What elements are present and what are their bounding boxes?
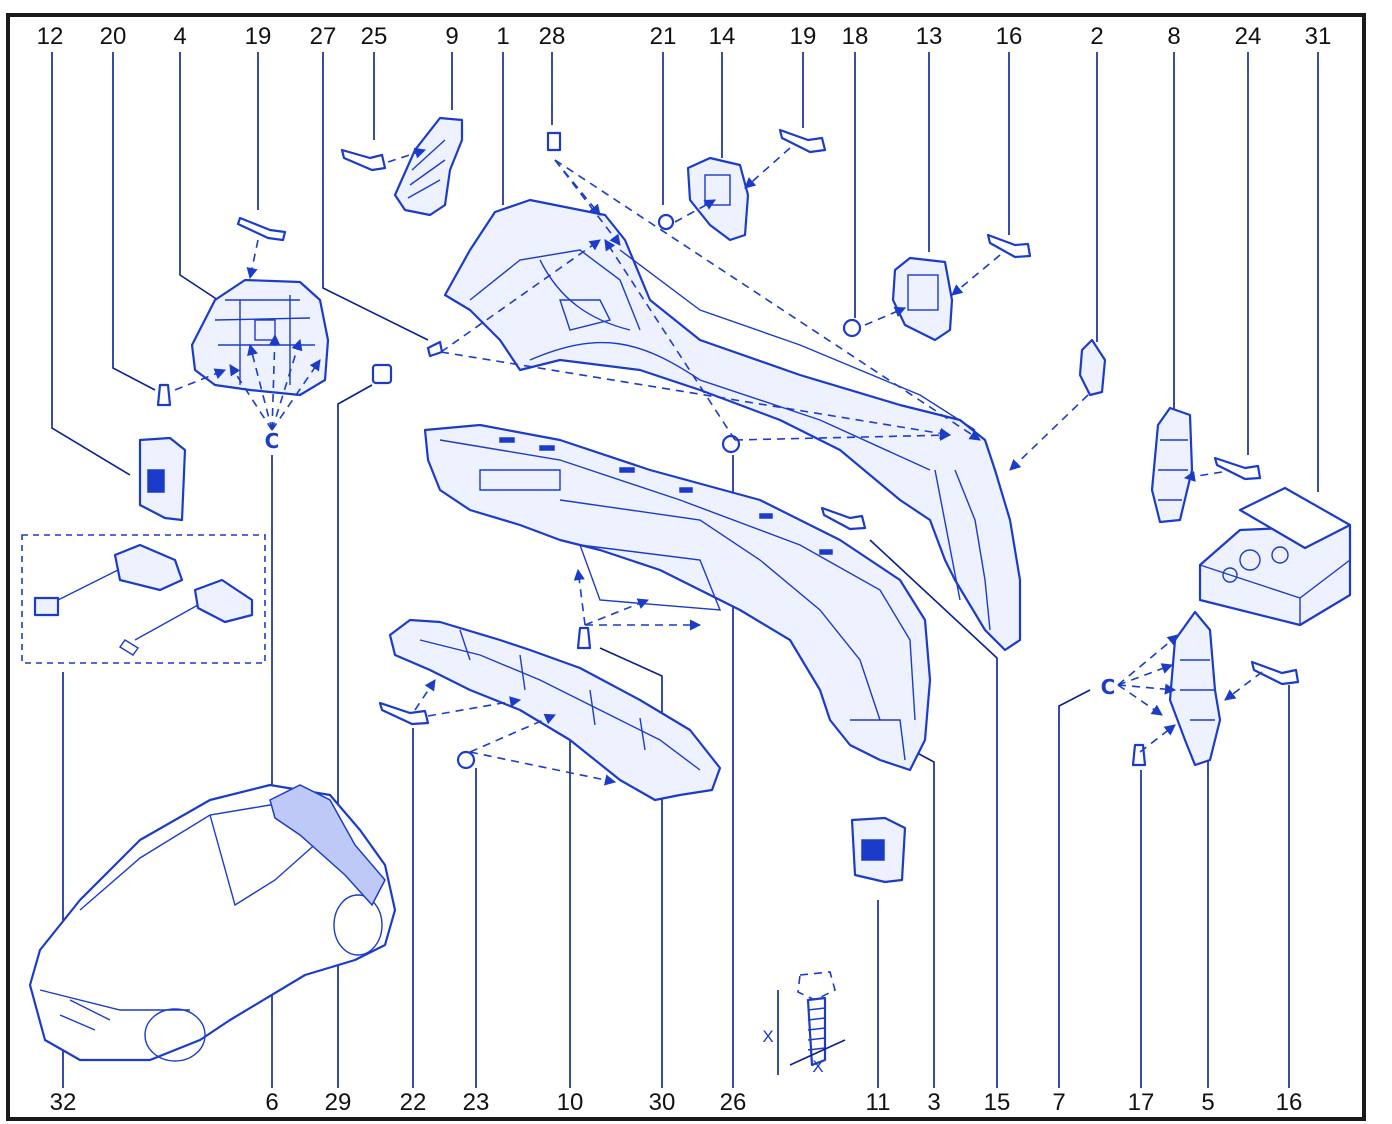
bracket-14 (686, 156, 750, 242)
callout-29: 29 (325, 1089, 352, 1116)
callout-19-right: 19 (790, 23, 817, 50)
callout-23: 23 (463, 1089, 490, 1116)
callout-20: 20 (100, 23, 127, 50)
callout-12: 12 (37, 23, 64, 50)
callout-21: 21 (650, 23, 677, 50)
upper-bumper-cover (443, 198, 1022, 652)
bracket-9 (393, 116, 464, 217)
diagram-frame (6, 13, 1366, 1121)
callout-15: 15 (984, 1089, 1011, 1116)
assembly-arrows (174, 147, 1263, 786)
callout-13: 13 (916, 23, 943, 50)
bracket-2 (1078, 338, 1107, 397)
dimension-label-x-horizontal: X (812, 1057, 823, 1076)
callout-6: 6 (265, 1089, 278, 1116)
callout-24: 24 (1235, 23, 1262, 50)
clip-symbol-6: C (265, 429, 280, 453)
callout-17: 17 (1128, 1089, 1155, 1116)
tow-hook-assembly (33, 543, 254, 656)
vehicle-outline (28, 783, 397, 1062)
repair-kit-box (1198, 486, 1352, 627)
callout-19-left: 19 (245, 23, 272, 50)
fasteners (156, 128, 1300, 770)
callout-10: 10 (557, 1089, 584, 1116)
bracket-4 (190, 278, 330, 397)
callout-9: 9 (445, 23, 458, 50)
callout-1: 1 (496, 23, 509, 50)
callout-16-top: 16 (996, 23, 1023, 50)
callout-32: 32 (50, 1089, 77, 1116)
screw-dimension-detail: X X (762, 971, 846, 1076)
callout-14: 14 (709, 23, 736, 50)
callout-4: 4 (173, 23, 186, 50)
clip-symbol-7: C (1101, 675, 1116, 699)
callout-5: 5 (1201, 1089, 1214, 1116)
callout-28: 28 (539, 23, 566, 50)
callout-7: 7 (1052, 1089, 1065, 1116)
leader-lines (51, 52, 1319, 1088)
bracket-5 (1168, 610, 1222, 767)
callout-18: 18 (842, 23, 869, 50)
callout-3: 3 (927, 1089, 940, 1116)
callout-11: 11 (866, 1089, 891, 1116)
callout-30: 30 (649, 1089, 676, 1116)
top-callouts: 12 20 4 19 27 25 9 1 28 21 14 19 18 13 1… (37, 23, 1332, 50)
callout-26: 26 (720, 1089, 747, 1116)
bracket-8 (1150, 406, 1194, 524)
tow-hook-box (21, 534, 266, 664)
dimension-label-x-vertical: X (762, 1027, 773, 1046)
callout-27: 27 (310, 23, 337, 50)
bracket-13 (891, 256, 954, 342)
callout-2: 2 (1090, 23, 1103, 50)
callout-8: 8 (1167, 23, 1180, 50)
callout-31: 31 (1305, 23, 1332, 50)
callout-22: 22 (400, 1089, 427, 1116)
bottom-callouts: 32 6 29 22 23 10 30 26 11 3 15 7 17 5 16 (50, 1089, 1303, 1116)
bracket-10 (388, 618, 722, 802)
holder-12 (138, 436, 187, 522)
holder-11 (850, 816, 907, 884)
callout-16-bottom: 16 (1276, 1089, 1303, 1116)
callout-25: 25 (361, 23, 388, 50)
lower-bumper (423, 423, 932, 772)
